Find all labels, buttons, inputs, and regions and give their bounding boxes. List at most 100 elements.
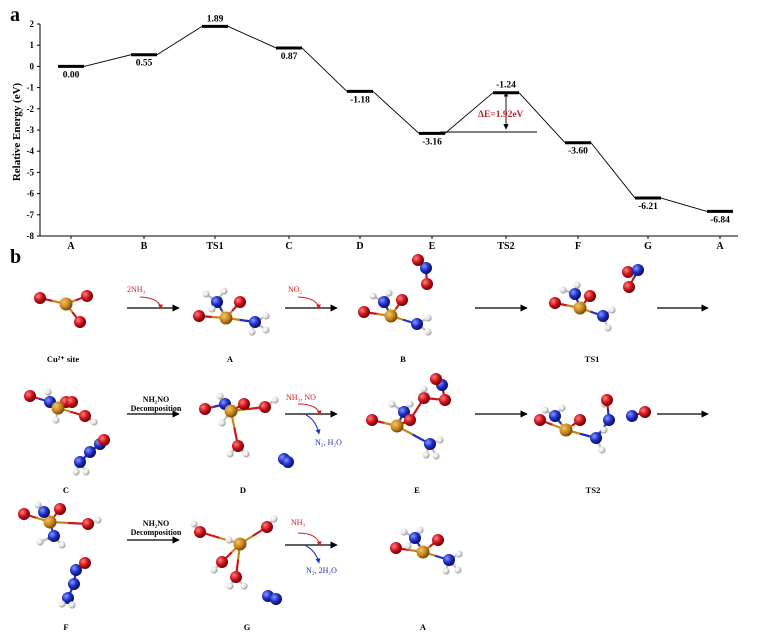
- oxygen-atom: [534, 414, 546, 426]
- nitrogen-atom: [626, 410, 638, 422]
- oxygen-atom: [623, 281, 635, 293]
- x-category-label: D: [356, 241, 363, 252]
- nitrogen-atom: [62, 592, 74, 604]
- oxygen-atom: [404, 414, 416, 426]
- product-out-arrow-1: [305, 414, 321, 435]
- product-out-arrow-2: [305, 545, 321, 564]
- y-tick-label: -2: [27, 104, 35, 114]
- copper-atom: [559, 423, 573, 437]
- oxygen-atom: [81, 290, 93, 302]
- hydrogen-atom: [424, 314, 432, 322]
- copper-atom: [224, 404, 238, 418]
- molecule-e: [366, 373, 451, 460]
- reactant-in-arrow-4: [297, 532, 322, 547]
- nitrogen-atom: [443, 554, 455, 566]
- connector-line: [518, 92, 566, 144]
- nitrogen-atom: [409, 532, 421, 544]
- y-tick-label: 2: [30, 19, 35, 29]
- hydrogen-atom: [385, 289, 393, 297]
- hydrogen-atom: [72, 468, 80, 476]
- copper-atom: [219, 311, 233, 325]
- nitrogen-atom: [249, 316, 261, 328]
- reactant-no2: NO₂: [288, 285, 303, 294]
- hydrogen-atom: [541, 406, 549, 414]
- oxygen-atom: [79, 410, 91, 422]
- copper-atom: [416, 545, 430, 559]
- oxygen-atom: [82, 518, 94, 530]
- oxygen-atom: [430, 373, 442, 385]
- label-e: E: [414, 485, 420, 495]
- oxygen-atom: [54, 503, 66, 515]
- oxygen-atom: [234, 296, 246, 308]
- oxygen-atom: [358, 306, 370, 318]
- hydrogen-atom: [202, 290, 210, 298]
- nitrogen-atom: [38, 506, 50, 518]
- label-ts2: TS2: [586, 485, 601, 495]
- hydrogen-atom: [422, 451, 430, 459]
- hydrogen-atom: [82, 468, 90, 476]
- oxygen-atom: [259, 401, 271, 413]
- reactant-nh3-no: NH₃, NO: [286, 393, 316, 402]
- x-category-label: G: [644, 241, 652, 252]
- hydrogen-atom: [416, 526, 424, 534]
- nitrogen-atom: [68, 578, 80, 590]
- hydrogen-atom: [34, 501, 42, 509]
- hydrogen-atom: [573, 281, 581, 289]
- label-d: D: [240, 485, 246, 495]
- y-tick-label: 0: [30, 61, 35, 71]
- nh2no-label-2: NH₂NO: [143, 519, 169, 528]
- oxygen-atom: [34, 292, 46, 304]
- copper-atom: [59, 297, 73, 311]
- reactant-in-arrow-1: [139, 296, 164, 310]
- x-category-label: TS2: [497, 241, 514, 252]
- energy-value-label: -6.21: [638, 202, 658, 212]
- nitrogen-atom: [411, 318, 423, 330]
- energy-value-label: -3.16: [422, 137, 442, 147]
- hydrogen-atom: [190, 520, 198, 528]
- molecule-a: [193, 287, 270, 336]
- connector-line: [301, 47, 348, 92]
- molecule-ts2: [534, 394, 651, 454]
- label-a-final: A: [420, 622, 427, 632]
- label-ts1: TS1: [585, 354, 600, 364]
- hydrogen-atom: [240, 582, 248, 590]
- nitrogen-atom: [424, 438, 436, 450]
- hydrogen-atom: [271, 396, 279, 404]
- nitrogen-atom: [70, 564, 82, 576]
- y-tick-label: 1: [30, 40, 35, 50]
- label-g: G: [244, 622, 251, 632]
- oxygen-atom: [432, 534, 444, 546]
- x-category-label: E: [429, 241, 436, 252]
- hydrogen-atom: [454, 566, 462, 574]
- product-n2-h2o: N₂, H₂O: [315, 438, 342, 447]
- copper-atom: [573, 301, 587, 315]
- hydrogen-atom: [242, 450, 250, 458]
- y-tick-label: -6: [27, 189, 35, 199]
- x-category-label: A: [67, 241, 75, 252]
- hydrogen-atom: [420, 385, 428, 393]
- energy-value-label: 0.00: [63, 70, 80, 80]
- hydrogen-atom: [455, 550, 463, 558]
- hydrogen-atom: [208, 305, 216, 313]
- product-n2-2h2o: N₂, 2H₂O: [306, 566, 337, 575]
- decomposition-label-2: Decomposition: [131, 528, 182, 537]
- oxygen-atom: [418, 392, 430, 404]
- energy-value-label: -1.18: [350, 95, 370, 105]
- copper-atom: [43, 515, 57, 529]
- molecule-cu-site: [34, 290, 93, 328]
- hydrogen-atom: [604, 324, 612, 332]
- hydrogen-atom: [90, 418, 98, 426]
- nitrogen-atom: [420, 262, 432, 274]
- connector-line: [156, 25, 203, 56]
- nitrogen-atom: [569, 288, 581, 300]
- barrier-annotation: ΔE=1.92eV: [440, 91, 537, 133]
- nitrogen-atom: [270, 593, 282, 605]
- hydrogen-atom: [388, 400, 396, 408]
- nitrogen-atom: [590, 432, 602, 444]
- reactant-in-arrow-2: [297, 296, 322, 310]
- hydrogen-atom: [220, 287, 228, 295]
- oxygen-atom: [79, 557, 91, 569]
- hydrogen-atom: [559, 286, 567, 294]
- label-f: F: [63, 622, 68, 632]
